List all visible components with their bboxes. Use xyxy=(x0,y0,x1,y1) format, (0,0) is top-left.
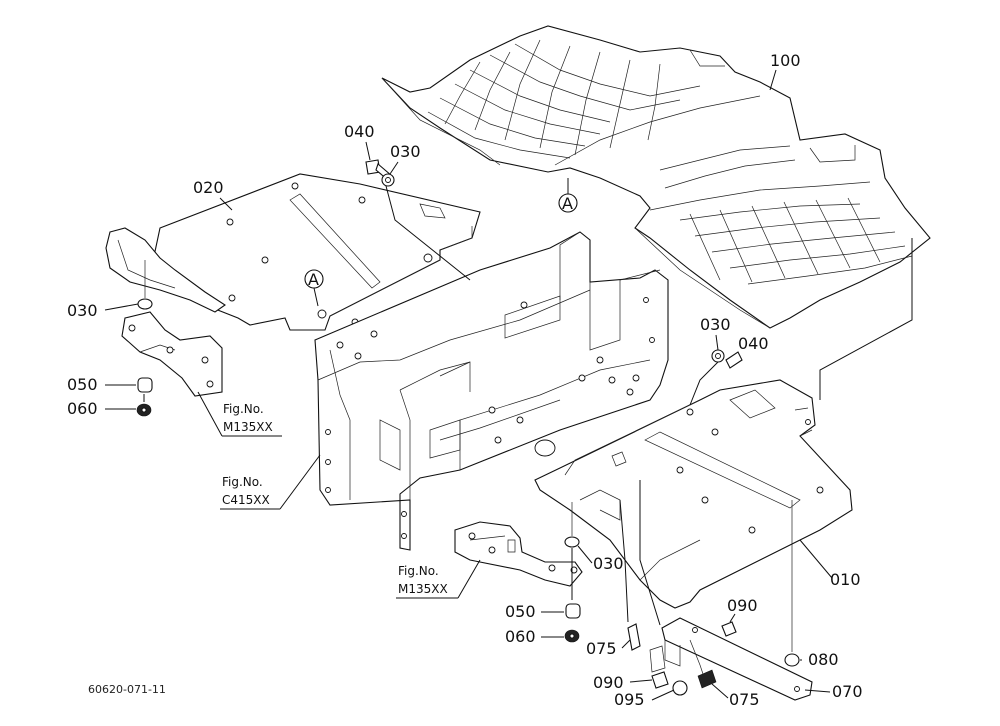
mat-ribs-upper xyxy=(427,39,701,159)
callout-a-upper-text: A xyxy=(562,194,573,213)
label-050-left: 050 xyxy=(67,375,98,394)
label-020: 020 xyxy=(193,178,224,197)
part-labels: 100 040 030 020 030 050 060 030 040 030 … xyxy=(67,51,863,709)
label-030-mid: 030 xyxy=(700,315,731,334)
fig-ref-m135-low-line2: M135XX xyxy=(398,582,448,596)
label-075-left: 075 xyxy=(586,639,617,658)
fig-ref-m135-left: Fig.No. M135XX xyxy=(197,391,282,437)
bolt-090-bottom xyxy=(651,671,669,689)
fig-ref-c415-line2: C415XX xyxy=(222,493,270,507)
leader-030-mid xyxy=(715,334,719,351)
leader-075-left xyxy=(621,639,631,649)
bolt-040-mid xyxy=(725,351,743,369)
nut-030-mid xyxy=(711,349,725,363)
fig-ref-m135-low-line1: Fig.No. xyxy=(398,564,439,578)
label-040-top: 040 xyxy=(344,122,375,141)
drawing-code: 60620-071-11 xyxy=(88,683,166,696)
label-050-low: 050 xyxy=(505,602,536,621)
callout-a-upper: A xyxy=(558,193,578,213)
fig-ref-c415: Fig.No. C415XX xyxy=(220,454,321,510)
leader-095 xyxy=(651,689,675,701)
label-070: 070 xyxy=(832,682,863,701)
label-080: 080 xyxy=(808,650,839,669)
label-090-top: 090 xyxy=(727,596,758,615)
nut-060-low xyxy=(564,629,580,643)
guide-lines xyxy=(143,178,913,626)
main-frame xyxy=(314,231,669,551)
leader-010 xyxy=(799,539,833,579)
leader-090-top xyxy=(729,613,736,623)
collar-030-low xyxy=(564,502,580,548)
leader-040-top xyxy=(365,141,371,161)
label-075-right: 075 xyxy=(729,690,760,709)
callout-a-lower: A xyxy=(304,269,324,307)
pad-075-left xyxy=(627,623,641,651)
nut-030-top xyxy=(381,173,395,187)
leader-030-top xyxy=(389,161,399,175)
label-090-bottom: 090 xyxy=(593,673,624,692)
fig-ref-m135-left-line1: Fig.No. xyxy=(223,402,264,416)
collar-050-left xyxy=(137,377,153,393)
nut-060-left xyxy=(136,403,152,417)
label-095: 095 xyxy=(614,690,645,709)
hardware-items xyxy=(136,159,800,696)
label-060-low: 060 xyxy=(505,627,536,646)
grommet-080 xyxy=(784,500,800,667)
bolt-090-top xyxy=(721,621,737,637)
label-040-mid: 040 xyxy=(738,334,769,353)
fig-ref-m135-left-line2: M135XX xyxy=(223,420,273,434)
fig-ref-m135-low: Fig.No. M135XX xyxy=(396,559,481,599)
cap-095 xyxy=(672,680,688,696)
lower-hanger-bracket xyxy=(454,521,583,587)
left-hanger-bracket xyxy=(121,311,223,397)
leader-075-right xyxy=(711,683,729,699)
label-100: 100 xyxy=(770,51,801,70)
callout-a-lower-text: A xyxy=(308,270,319,289)
fig-ref-c415-line1: Fig.No. xyxy=(222,475,263,489)
floor-mat-100 xyxy=(381,25,931,329)
label-030-left: 030 xyxy=(67,301,98,320)
label-030-low: 030 xyxy=(593,554,624,573)
leader-070 xyxy=(804,689,831,693)
mat-ribs-lower xyxy=(659,145,913,285)
left-step-020 xyxy=(105,173,481,331)
collar-050-low xyxy=(565,603,581,619)
label-060-left: 060 xyxy=(67,399,98,418)
leader-020 xyxy=(219,197,233,211)
label-010: 010 xyxy=(830,570,861,589)
leader-100 xyxy=(769,69,777,91)
leader-030-left xyxy=(104,303,139,311)
label-030-top: 030 xyxy=(390,142,421,161)
leader-090-bottom xyxy=(629,679,653,683)
leader-030-low xyxy=(577,545,593,564)
stay-070 xyxy=(661,617,813,701)
pad-075-right xyxy=(649,645,717,689)
